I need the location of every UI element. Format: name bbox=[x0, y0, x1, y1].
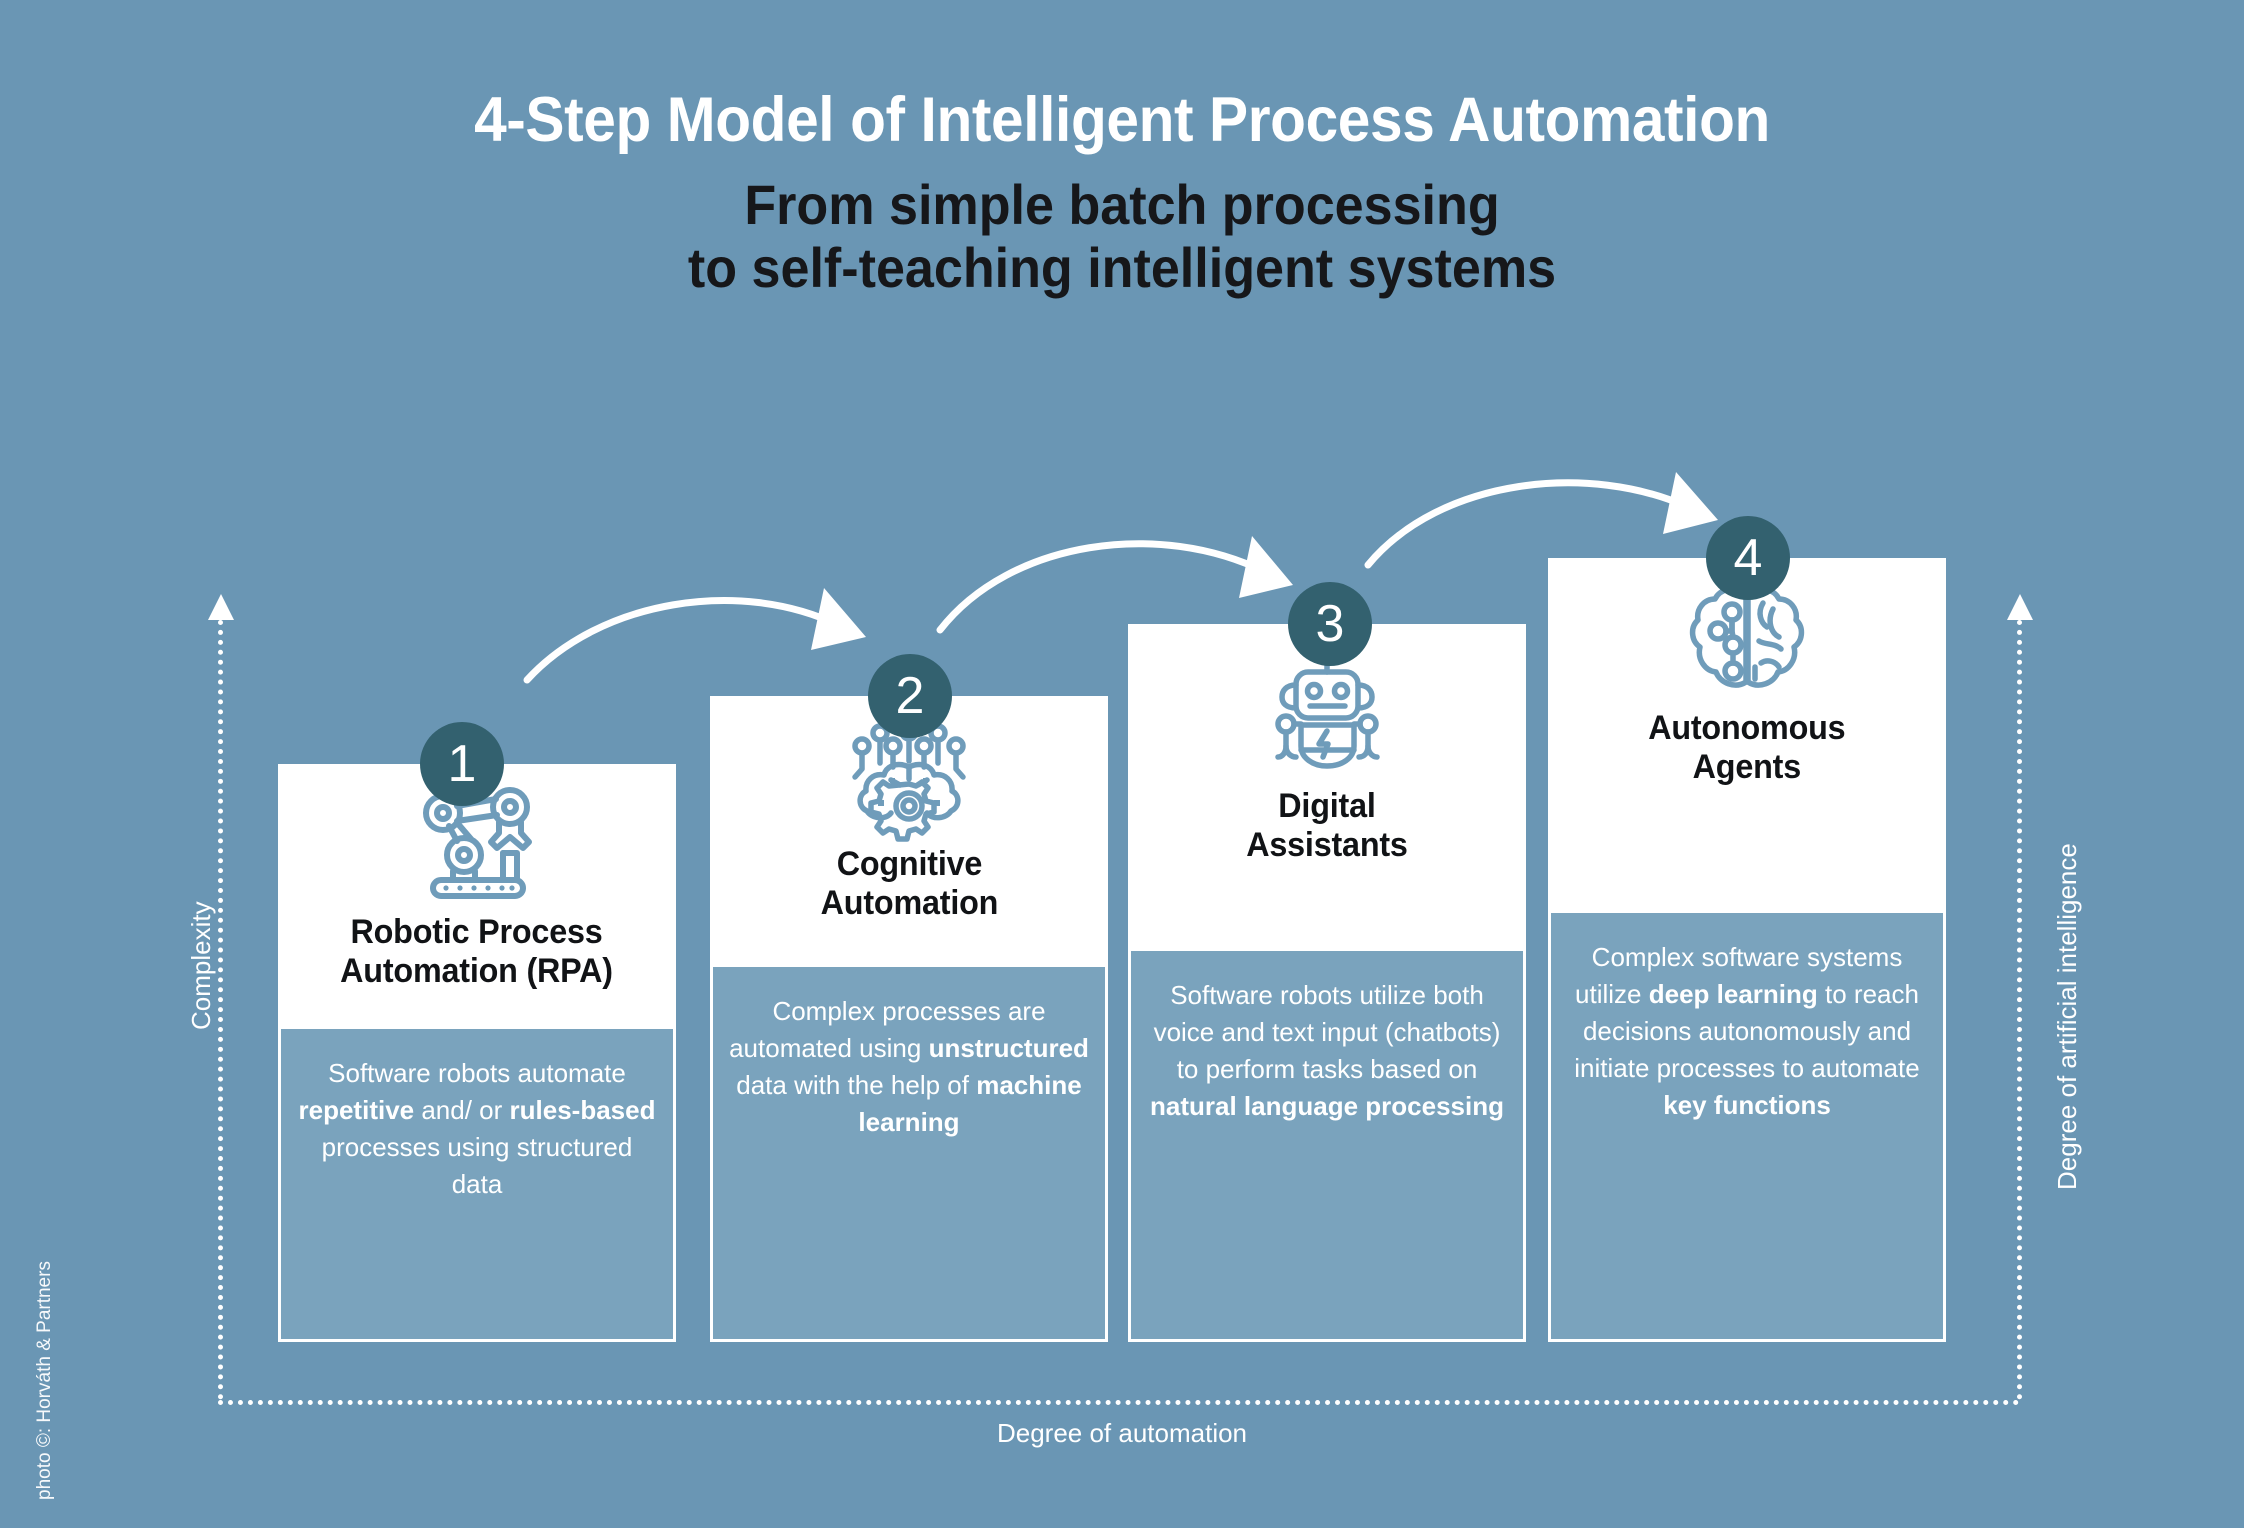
step-card-3-body: Software robots utilize both voice and t… bbox=[1150, 980, 1504, 1121]
step-card-1-title: Robotic Process Automation (RPA) bbox=[331, 913, 623, 1008]
step-card-2-title-line1: Cognitive bbox=[836, 845, 982, 883]
step-card-4-body: Complex software systems utilize deep le… bbox=[1574, 942, 1920, 1120]
step-card-2-title: Cognitive Automation bbox=[811, 845, 1008, 940]
step-card-1-body: Software robots automate repetitive and/… bbox=[298, 1058, 656, 1199]
step-badge-3[interactable]: 3 bbox=[1288, 582, 1372, 666]
step-card-4-title-line2: Agents bbox=[1692, 748, 1802, 787]
step-badge-4[interactable]: 4 bbox=[1706, 516, 1790, 600]
step-card-4-title-line1: Autonomous bbox=[1648, 709, 1846, 747]
arrow-step3-to-step4-head bbox=[1663, 472, 1718, 534]
y-axis-right-line bbox=[2017, 620, 2022, 1400]
arrow-step2-to-step3-path bbox=[936, 540, 1269, 634]
step-card-1-title-line1: Robotic Process bbox=[350, 913, 604, 951]
step-card-3-title-line2: Assistants bbox=[1246, 826, 1408, 865]
x-axis-label: Degree of automation bbox=[996, 1418, 1248, 1448]
step-badge-1[interactable]: 1 bbox=[420, 722, 504, 806]
arrow-step1-to-step2-head bbox=[811, 588, 866, 650]
step-card-2-top: Cognitive Automation bbox=[713, 699, 1105, 967]
brain-circuit-icon bbox=[1689, 586, 1805, 688]
y-axis-right-arrowhead bbox=[2007, 594, 2033, 620]
arrow-step1-to-step2-path bbox=[523, 597, 842, 684]
page-subtitle-line2: to self-teaching intelligent systems bbox=[687, 235, 1557, 299]
step-card-1-title-line2: Automation (RPA) bbox=[340, 952, 614, 991]
step-card-3[interactable]: Digital Assistants Software robots utili… bbox=[1128, 624, 1526, 1342]
step-card-4-top: Autonomous Agents bbox=[1551, 561, 1943, 913]
x-axis-line bbox=[218, 1400, 2020, 1405]
step-card-2[interactable]: Cognitive Automation Complex processes a… bbox=[710, 696, 1108, 1342]
step-card-3-title: Digital Assistants bbox=[1237, 787, 1417, 882]
header: 4-Step Model of Intelligent Process Auto… bbox=[0, 88, 2244, 300]
step-card-4[interactable]: Autonomous Agents Complex software syste… bbox=[1548, 558, 1946, 1342]
step-card-3-title-line1: Digital bbox=[1278, 787, 1376, 825]
step-card-4-title: Autonomous Agents bbox=[1639, 709, 1855, 804]
y-axis-right-label: Degree of artificial intelligence bbox=[2052, 843, 2082, 1190]
step-card-3-top: Digital Assistants bbox=[1131, 627, 1523, 951]
step-card-1-top: Robotic Process Automation (RPA) bbox=[281, 767, 673, 1029]
photo-credit: photo ©: Horváth & Partners bbox=[34, 1261, 55, 1500]
brain-gear-icon bbox=[852, 722, 966, 842]
page-subtitle: From simple batch processing to self-tea… bbox=[79, 174, 2166, 299]
y-axis-left-label: Complexity bbox=[186, 901, 216, 1030]
robot-icon bbox=[1275, 645, 1380, 769]
step-badge-2[interactable]: 2 bbox=[868, 654, 952, 738]
page-title: 4-Step Model of Intelligent Process Auto… bbox=[474, 85, 1770, 155]
step-card-1[interactable]: Robotic Process Automation (RPA) Softwar… bbox=[278, 764, 676, 1342]
arrow-step2-to-step3-head bbox=[1239, 536, 1293, 598]
step-card-2-body: Complex processes are automated using un… bbox=[729, 996, 1089, 1137]
page-subtitle-line1: From simple batch processing bbox=[744, 173, 1500, 237]
y-axis-left-arrowhead bbox=[208, 594, 234, 620]
arrow-step3-to-step4-path bbox=[1364, 479, 1694, 569]
step-card-2-title-line2: Automation bbox=[820, 884, 998, 923]
y-axis-left-line bbox=[218, 620, 223, 1400]
